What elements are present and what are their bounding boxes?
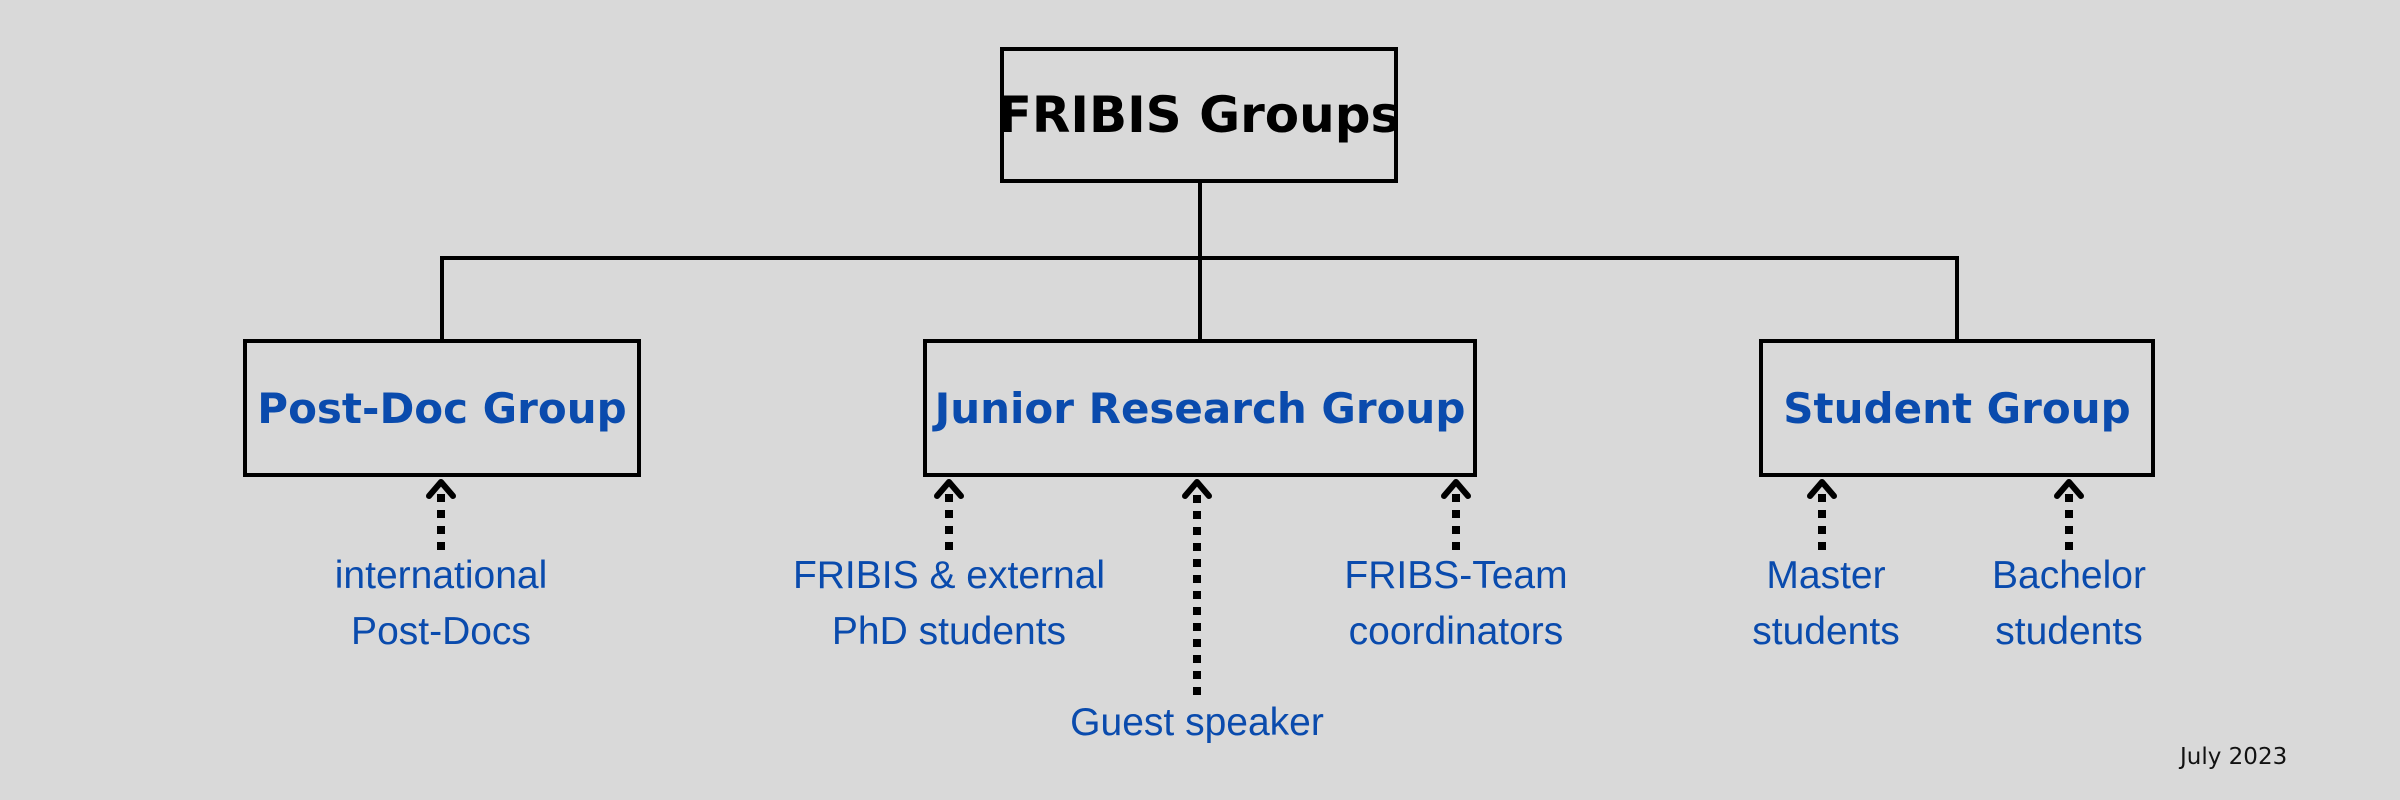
arrow-head-icon bbox=[1182, 479, 1212, 499]
arrow-head-icon bbox=[1441, 479, 1471, 499]
root-label: FRIBIS Groups bbox=[997, 86, 1401, 144]
member-line: international bbox=[334, 554, 548, 597]
arrow-head-icon bbox=[1807, 479, 1837, 499]
member-phd-students: FRIBIS & external PhD students bbox=[793, 548, 1105, 660]
member-line: students bbox=[1752, 610, 1900, 653]
group-junior-label: Junior Research Group bbox=[934, 383, 1466, 433]
group-student-label: Student Group bbox=[1783, 383, 2131, 433]
arrow-head-icon bbox=[934, 479, 964, 499]
member-line: Master bbox=[1766, 554, 1886, 597]
member-guest-speaker: Guest speaker bbox=[1070, 695, 1324, 751]
member-line: coordinators bbox=[1348, 610, 1564, 653]
date-label: July 2023 bbox=[2180, 744, 2288, 770]
member-line: Post-Docs bbox=[351, 610, 531, 653]
group-postdoc-label: Post-Doc Group bbox=[257, 383, 627, 433]
member-team-coordinators: FRIBS-Team coordinators bbox=[1344, 548, 1567, 660]
member-line: Bachelor bbox=[1992, 554, 2146, 597]
member-line: FRIBS-Team bbox=[1344, 554, 1568, 597]
member-line: PhD students bbox=[831, 610, 1067, 653]
member-line: students bbox=[1995, 610, 2143, 653]
group-postdoc: Post-Doc Group bbox=[243, 339, 641, 477]
arrow-head-icon bbox=[426, 479, 456, 499]
root-node: FRIBIS Groups bbox=[997, 47, 1401, 183]
group-junior-research: Junior Research Group bbox=[923, 339, 1477, 477]
arrow-head-icon bbox=[2054, 479, 2084, 499]
member-line: FRIBIS & external bbox=[792, 554, 1106, 597]
member-line: Guest speaker bbox=[1070, 701, 1324, 744]
member-master-students: Master students bbox=[1752, 548, 1899, 660]
group-student: Student Group bbox=[1759, 339, 2155, 477]
member-bachelor-students: Bachelor students bbox=[1992, 548, 2146, 660]
member-international-postdocs: international Post-Docs bbox=[335, 548, 547, 660]
